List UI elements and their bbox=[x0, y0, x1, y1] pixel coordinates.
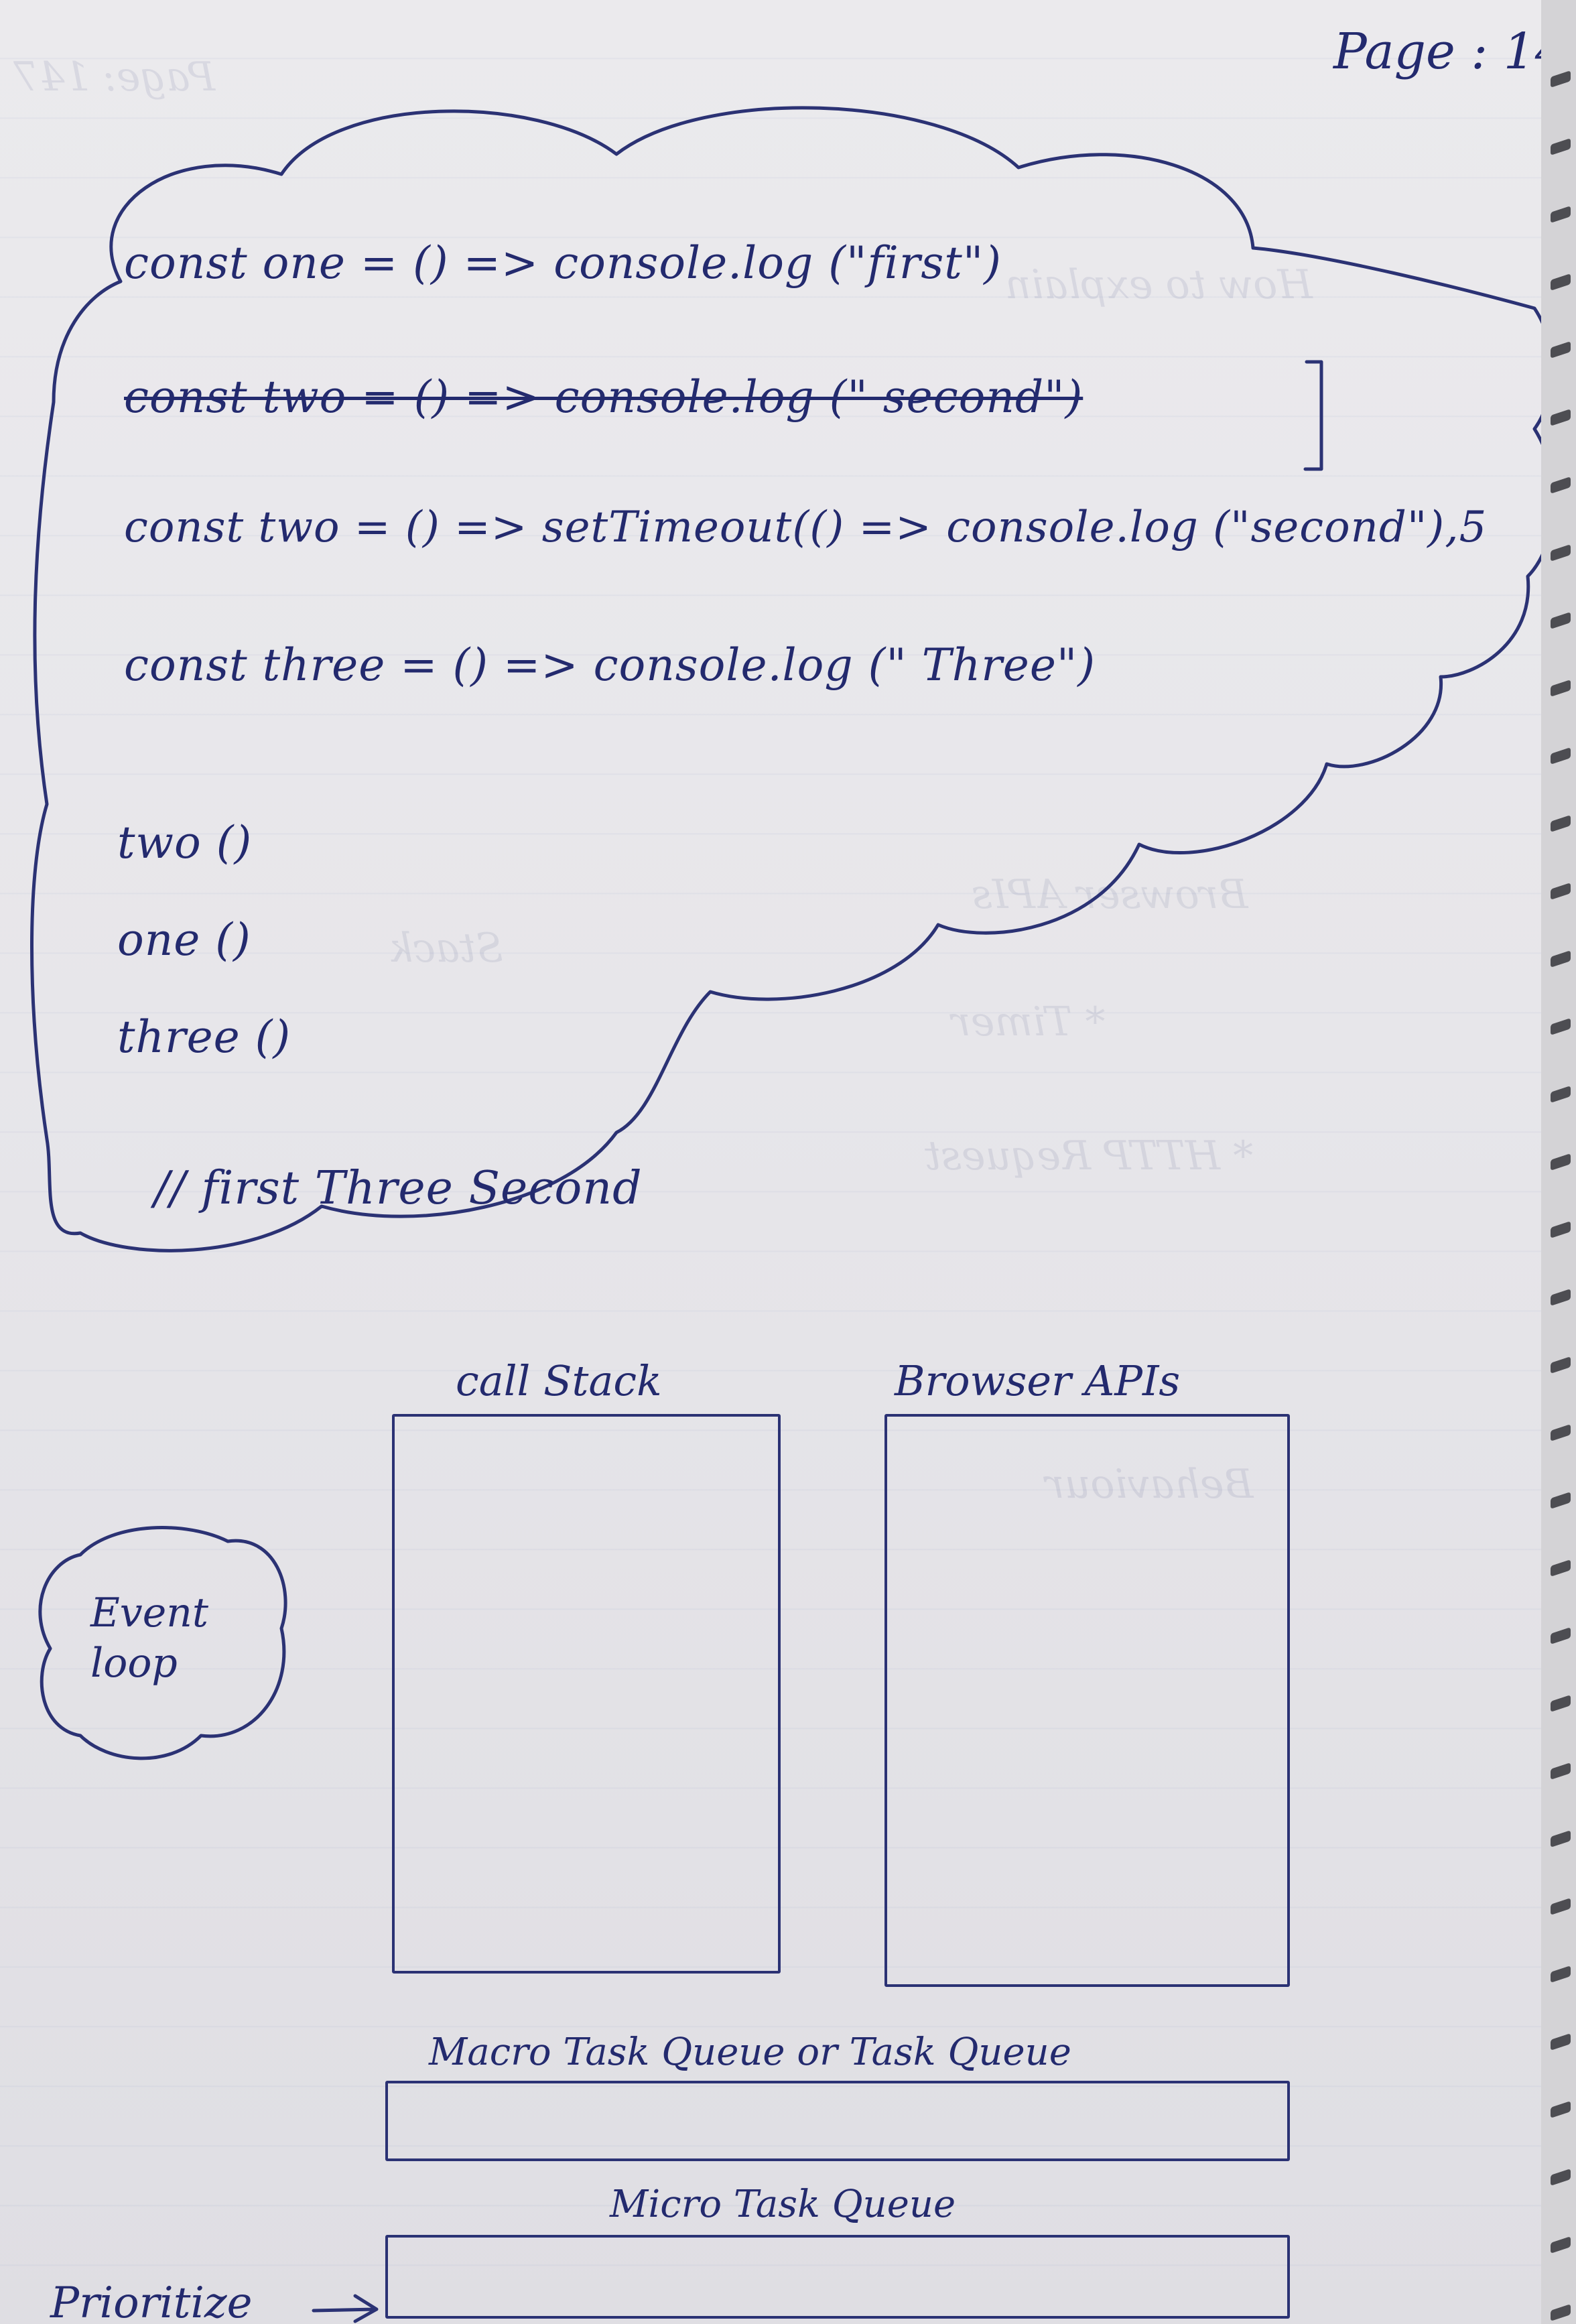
binding-hole bbox=[1551, 1627, 1571, 1644]
binding-hole bbox=[1551, 476, 1571, 494]
function-call: two () bbox=[117, 817, 253, 868]
binding-hole bbox=[1551, 273, 1571, 291]
output-comment: // first Three Second bbox=[154, 1162, 643, 1215]
binding-hole bbox=[1551, 815, 1571, 832]
binding-hole bbox=[1551, 2304, 1571, 2321]
code-line: const two = () => setTimeout(() => conso… bbox=[124, 503, 1488, 552]
function-call: three () bbox=[117, 1011, 291, 1063]
browser-apis-label: Browser APIs bbox=[895, 1356, 1181, 1405]
binding-hole bbox=[1551, 409, 1571, 426]
binding-hole bbox=[1551, 138, 1571, 155]
page-number: Page : 148 bbox=[1333, 23, 1576, 80]
spiral-binding bbox=[1541, 0, 1576, 2324]
code-line: const one = () => console.log ("first") bbox=[124, 237, 1002, 289]
binding-hole bbox=[1551, 1965, 1571, 1983]
binding-hole bbox=[1551, 680, 1571, 697]
binding-hole bbox=[1551, 544, 1571, 562]
binding-hole bbox=[1551, 341, 1571, 359]
code-cloud-outline bbox=[30, 106, 1557, 1252]
binding-hole bbox=[1551, 1695, 1571, 1712]
binding-hole bbox=[1551, 2033, 1571, 2051]
binding-hole bbox=[1551, 1018, 1571, 1035]
binding-hole bbox=[1551, 1830, 1571, 1848]
prioritize-label: Prioritize bbox=[50, 2278, 253, 2324]
browser-apis-box bbox=[884, 1414, 1290, 1987]
event-loop-bubble bbox=[38, 1526, 287, 1760]
binding-hole bbox=[1551, 950, 1571, 968]
micro-task-queue-label: Micro Task Queue bbox=[610, 2183, 956, 2226]
binding-hole bbox=[1551, 1086, 1571, 1103]
event-loop-label: Event loop bbox=[90, 1590, 208, 1687]
binding-hole bbox=[1551, 70, 1571, 88]
macro-task-queue-box bbox=[385, 2081, 1290, 2161]
micro-task-queue-box bbox=[385, 2235, 1290, 2319]
binding-hole bbox=[1551, 1762, 1571, 1780]
binding-hole bbox=[1551, 1356, 1571, 1374]
binding-hole bbox=[1551, 883, 1571, 900]
binding-hole bbox=[1551, 1898, 1571, 1915]
binding-hole bbox=[1551, 612, 1571, 629]
code-line: const three = () => console.log (" Three… bbox=[124, 639, 1096, 691]
macro-task-queue-label: Macro Task Queue or Task Queue bbox=[429, 2030, 1071, 2074]
binding-hole bbox=[1551, 747, 1571, 765]
bracket-mark bbox=[1303, 360, 1323, 471]
binding-hole bbox=[1551, 1559, 1571, 1577]
binding-hole bbox=[1551, 1153, 1571, 1171]
code-line-struck: const two = () => console.log (" second"… bbox=[124, 371, 1084, 423]
binding-hole bbox=[1551, 2101, 1571, 2118]
prioritize-arrow bbox=[312, 2294, 379, 2323]
call-stack-box bbox=[392, 1414, 781, 1974]
binding-hole bbox=[1551, 1289, 1571, 1306]
binding-hole bbox=[1551, 2169, 1571, 2186]
function-call: one () bbox=[117, 914, 251, 966]
binding-hole bbox=[1551, 206, 1571, 223]
binding-hole bbox=[1551, 2236, 1571, 2254]
binding-hole bbox=[1551, 1221, 1571, 1238]
binding-hole bbox=[1551, 1492, 1571, 1509]
call-stack-label: call Stack bbox=[456, 1356, 662, 1405]
binding-hole bbox=[1551, 1424, 1571, 1441]
